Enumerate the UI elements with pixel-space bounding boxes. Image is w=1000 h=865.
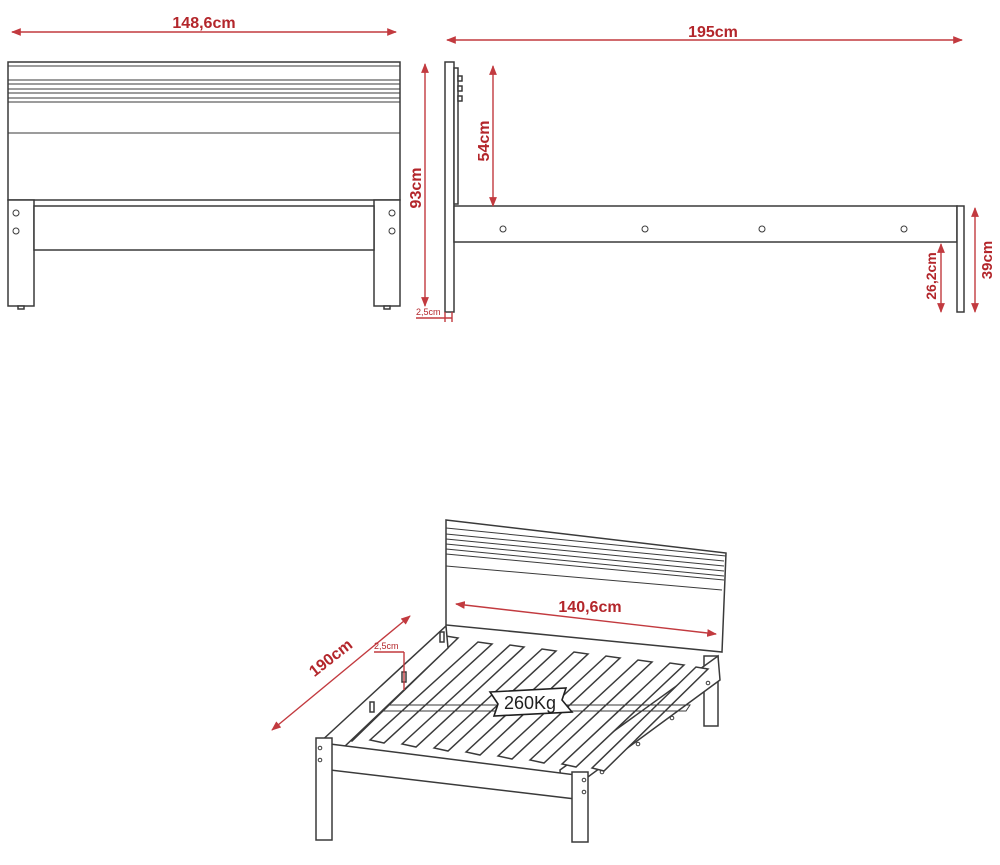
side-frame-height-label: 39cm (979, 241, 996, 279)
iso-inner-width-label: 140,6cm (558, 599, 621, 616)
iso-view: 140,6cm 190cm 2,5cm 260Kg (271, 519, 727, 843)
iso-front-right-leg (571, 771, 589, 843)
load-capacity-badge: 260Kg (488, 687, 574, 717)
side-rail (453, 205, 958, 243)
side-view: 195cm 54cm 2,5cm 26,2cm 39cm (416, 24, 996, 322)
iso-slat-gap-label: 2,5cm (374, 641, 399, 651)
front-right-leg (373, 199, 401, 307)
load-capacity-label: 260Kg (504, 693, 556, 713)
side-thickness-label: 2,5cm (416, 307, 441, 317)
side-rail-height-label: 26,2cm (923, 252, 939, 299)
front-height-label: 93cm (408, 168, 425, 209)
side-headboard-post (444, 61, 455, 313)
iso-headboard (445, 519, 727, 653)
iso-length-label: 190cm (306, 636, 356, 680)
iso-inner-width-dimension (455, 601, 717, 637)
side-length-label: 195cm (688, 24, 738, 41)
side-foot-post (956, 205, 965, 313)
iso-length-dimension (271, 615, 411, 731)
front-headboard (7, 61, 401, 201)
iso-front-left-leg (315, 737, 333, 841)
side-headboard-label: 54cm (476, 121, 493, 162)
front-width-label: 148,6cm (172, 15, 235, 32)
front-left-leg (7, 199, 35, 307)
front-rail (33, 205, 375, 251)
front-view: 148,6cm 93cm (7, 15, 429, 310)
